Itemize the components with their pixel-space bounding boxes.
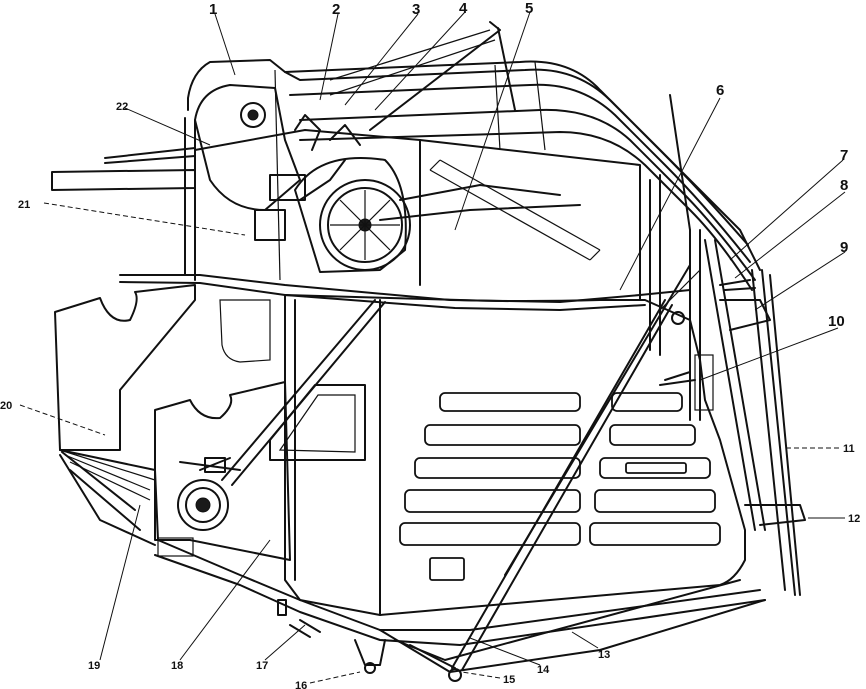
callout-21: 21 [18,199,30,211]
left-cover [194,84,301,211]
callout-22: 22 [116,101,128,113]
lower-pulley [177,457,241,531]
horizontal-rail [119,274,691,303]
upper-pulley [240,102,266,128]
main-body [54,284,746,616]
callout-15: 15 [503,674,515,686]
flywheel [294,157,411,273]
right-rails [649,94,806,596]
upper-housing [184,117,641,301]
callout-5: 5 [525,0,533,17]
callout-8: 8 [840,177,848,194]
callout-3: 3 [412,1,420,18]
callout-4: 4 [459,0,468,17]
diagonal-struts [221,264,701,671]
callout-12: 12 [848,513,860,525]
callout-7: 7 [840,147,848,164]
callout-18: 18 [171,660,183,672]
left-platform [51,147,196,191]
callout-1: 1 [209,1,217,18]
callout-13: 13 [598,649,610,661]
callout-17: 17 [256,660,268,672]
drive-mechanism [254,114,361,241]
vent-slots [399,392,721,581]
upper-pulley-hub [247,109,259,121]
callout-19: 19 [88,660,100,672]
top-canopy-frame [187,21,761,291]
callout-14: 14 [537,664,550,676]
callout-20: 20 [0,400,12,412]
callout-16: 16 [295,680,307,689]
callout-6: 6 [716,82,724,99]
callout-2: 2 [332,1,340,18]
lower-chassis [59,449,766,682]
callout-9: 9 [840,239,848,256]
horizontal-rail-lower [119,281,646,311]
callout-10: 10 [828,313,845,330]
leader-lines [19,11,846,684]
callout-11: 11 [843,443,855,455]
